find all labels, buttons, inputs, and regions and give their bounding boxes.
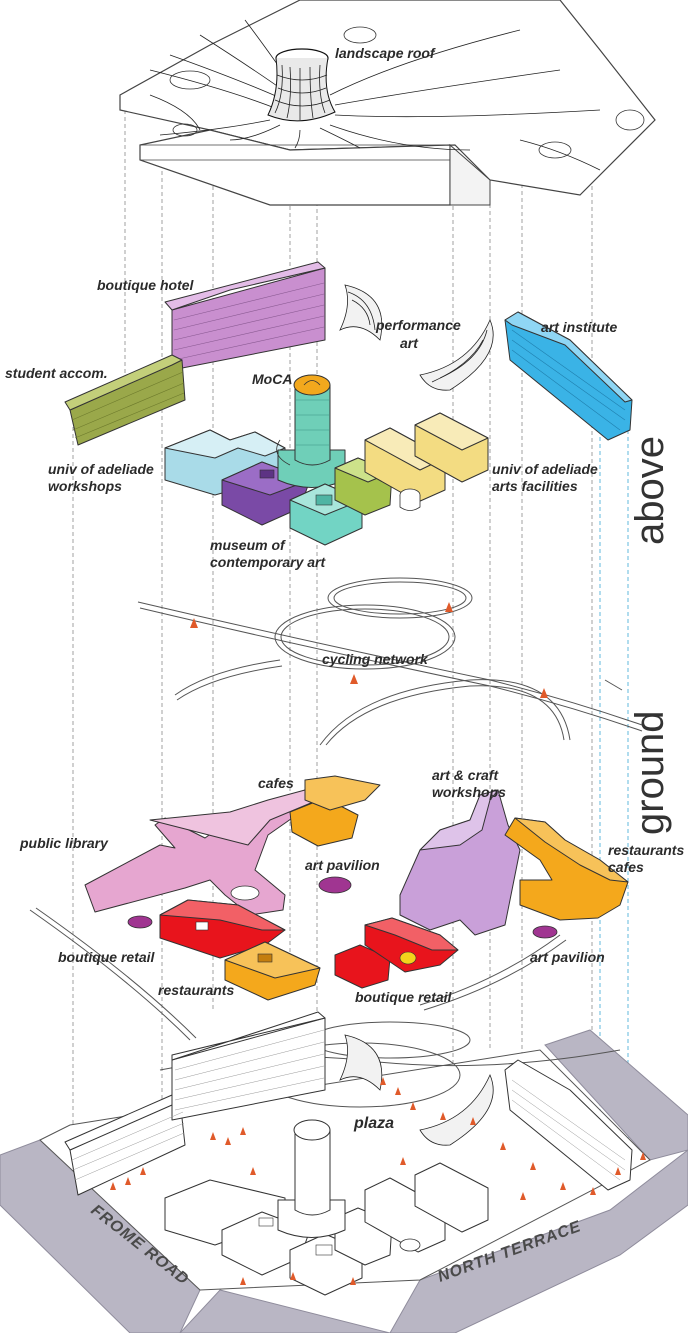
label-boutique-hotel: boutique hotel — [97, 277, 195, 293]
label-landscape-roof: landscape roof — [335, 45, 436, 61]
label-ground: ground — [628, 710, 672, 835]
performance-art-sculpture — [339, 284, 494, 391]
roof-funnel — [267, 48, 336, 122]
label-restaurants: restaurants — [158, 982, 234, 998]
label-art-pavilion-1: art pavilion — [305, 857, 380, 873]
landscape-roof-layer: landscape roof — [119, 0, 656, 206]
label-moca: MoCA — [252, 371, 292, 387]
site-buildings — [64, 1011, 633, 1296]
label-univ-arts-1: univ of adeliade — [492, 461, 598, 477]
label-univ-workshops-2: workshops — [48, 478, 122, 494]
cafes-building — [289, 775, 381, 847]
label-restaurants-cafes-1: restaurants — [608, 842, 684, 858]
moca-tower — [276, 374, 346, 488]
label-performance-art: art — [400, 335, 419, 351]
boutique-retail-right-building — [334, 917, 459, 989]
label-cycling-network: cycling network — [322, 651, 429, 667]
art-craft-workshops-building — [399, 789, 521, 936]
public-library-building — [84, 789, 319, 916]
label-public-library: public library — [19, 835, 109, 851]
art-pavilion-discs — [127, 876, 558, 939]
label-univ-arts-2: arts facilities — [492, 478, 578, 494]
label-restaurants-cafes-2: cafes — [608, 859, 644, 875]
label-museum-2: contemporary art — [210, 554, 326, 570]
label-plaza: plaza — [353, 1115, 394, 1132]
restaurants-cafes-building — [504, 817, 629, 921]
label-performance: performance — [375, 317, 461, 333]
boutique-retail-left-building — [159, 899, 286, 959]
base-site-layer: plaza FROME ROAD NORTH TERRACE — [0, 1011, 688, 1333]
label-above: above — [628, 436, 672, 545]
ground-layer: cafes art & craft workshops public libra… — [19, 767, 684, 1041]
label-univ-workshops-1: univ of adeliade — [48, 461, 154, 477]
label-museum-1: museum of — [210, 537, 286, 553]
student-accommodation-building — [64, 354, 186, 446]
univ-arts-facilities-building — [364, 412, 489, 503]
label-art-craft-1: art & craft — [432, 767, 499, 783]
label-boutique-retail-1: boutique retail — [58, 949, 156, 965]
north-terrace-road — [389, 1149, 688, 1333]
cycling-network-layer: cycling network — [137, 577, 643, 746]
restaurants-left-building — [224, 941, 321, 1001]
boutique-hotel-building — [164, 261, 326, 371]
cyclist-markers — [190, 602, 548, 698]
label-art-craft-2: workshops — [432, 784, 506, 800]
label-art-institute: art institute — [541, 319, 617, 335]
label-cafes: cafes — [258, 775, 294, 791]
above-layer: boutique hotel performance art art insti… — [5, 261, 633, 570]
label-student-accom: student accom. — [5, 365, 108, 381]
art-institute-building — [504, 311, 633, 441]
people-markers — [110, 1077, 646, 1285]
label-art-pavilion-2: art pavilion — [530, 949, 605, 965]
label-boutique-retail-2: boutique retail — [355, 989, 453, 1005]
